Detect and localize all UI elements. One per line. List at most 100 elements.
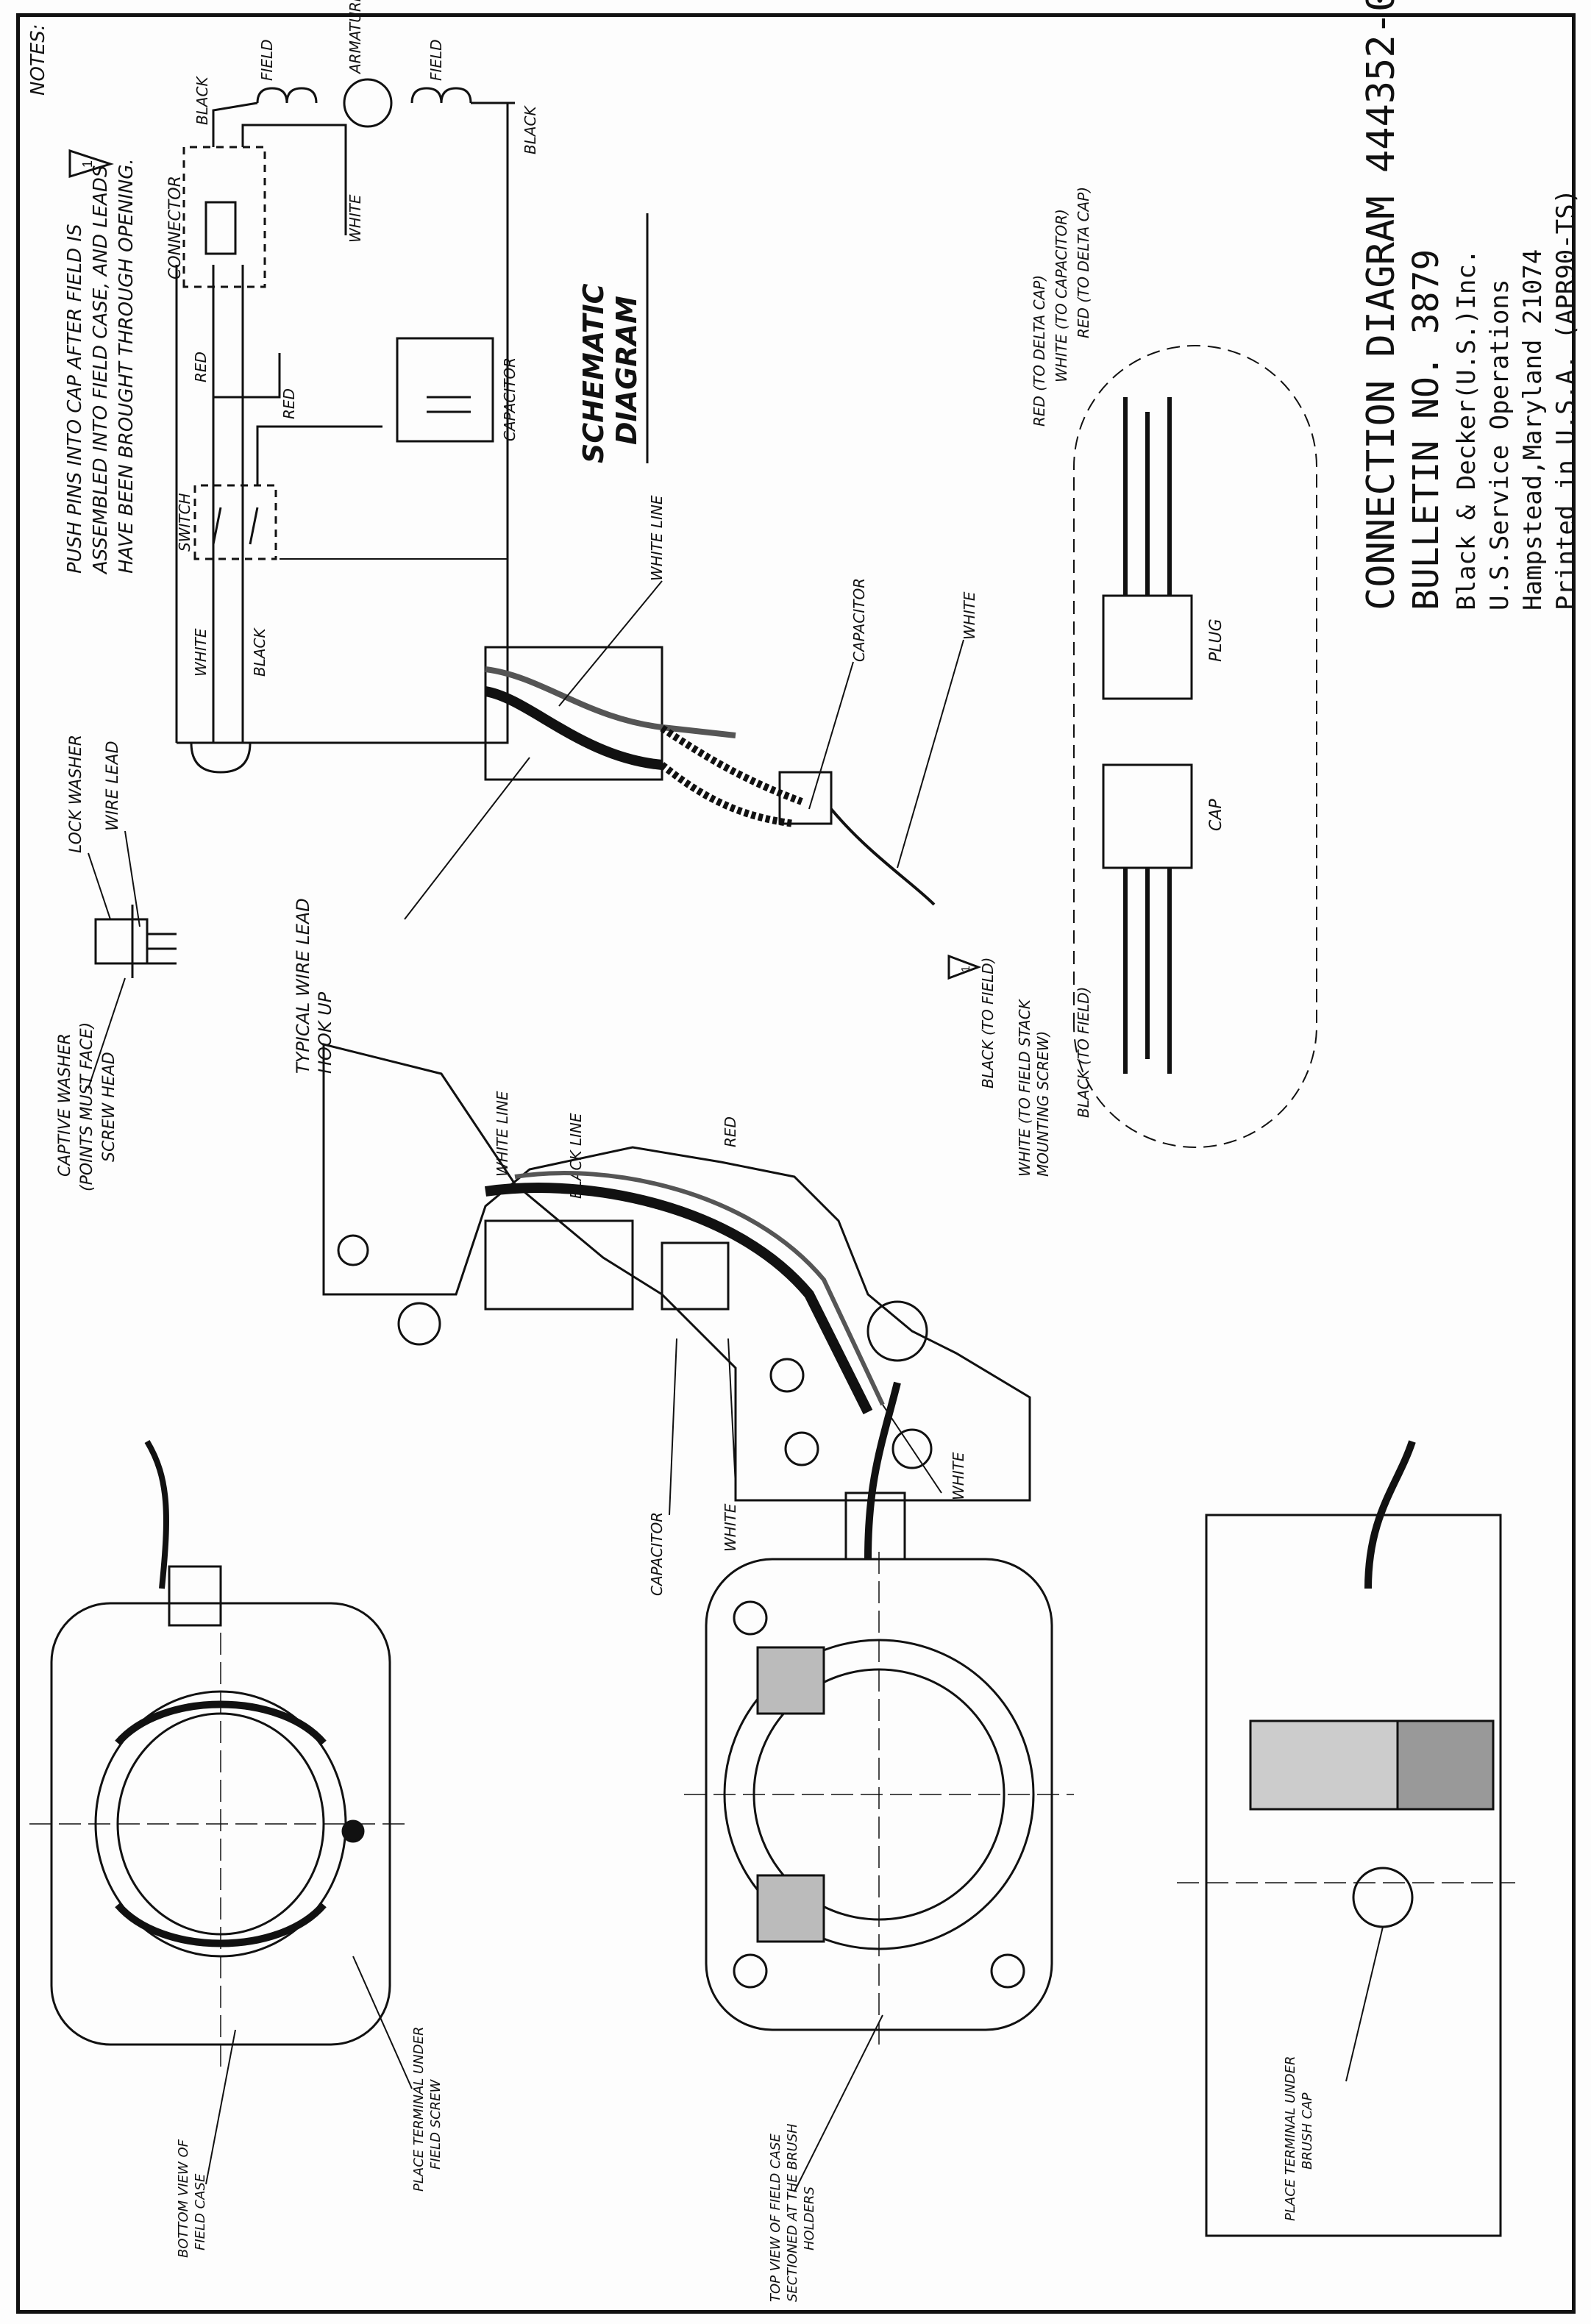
label-white-top: WHITE <box>346 194 364 243</box>
switch-detail <box>404 580 964 920</box>
label-captive-washer-3: SCREW HEAD <box>100 1052 118 1162</box>
plug-note-triangle <box>947 954 982 980</box>
red-wire-1 <box>659 762 795 827</box>
label-connector: CONNECTOR <box>166 176 185 279</box>
washer-labels: LOCK WASHER WIRE LEAD CAPTIVE WASHER (PO… <box>56 735 122 1191</box>
note-marker-number: 1 <box>80 160 95 168</box>
label-black-field-2: BLACK (TO FIELD) <box>1075 987 1092 1119</box>
label-bottom-view-2: FIELD CASE <box>193 2173 208 2250</box>
label-black-top: BLACK <box>193 75 211 125</box>
label-typical-1: TYPICAL WIRE LEAD <box>293 898 313 1074</box>
title-line-5: Hampstead,Maryland 21074 <box>1518 249 1548 610</box>
field-coil-right <box>410 87 472 104</box>
top-view-hole-3 <box>733 1600 768 1636</box>
label-red-delta-1: RED (TO DELTA CAP) <box>1031 275 1048 427</box>
brush-cap-terminal <box>1352 1867 1414 1928</box>
label-captive-washer-1: CAPTIVE WASHER <box>56 1033 74 1177</box>
schematic-plug <box>190 741 252 774</box>
label-top-view-3: HOLDERS <box>802 2186 817 2250</box>
label-place-terminal-field-1: PLACE TERMINAL UNDER <box>411 2027 427 2192</box>
label-top-view-1: TOP VIEW OF FIELD CASE <box>768 2134 783 2302</box>
label-white-capacitor: WHITE (TO CAPACITOR) <box>1053 209 1070 382</box>
plug-note-marker: 1 <box>960 966 972 972</box>
label-field-right: FIELD <box>427 39 445 81</box>
white-line-wire <box>485 666 736 738</box>
handle-white-leader-1 <box>727 1338 736 1486</box>
top-view-labels: TOP VIEW OF FIELD CASE SECTIONED AT THE … <box>768 2123 817 2302</box>
plug-body <box>1102 594 1193 700</box>
schematic-title-line-2: DIAGRAM <box>611 296 643 445</box>
label-typical-2: HOOK UP <box>315 991 335 1074</box>
handle-capacitor-leader <box>669 1338 677 1516</box>
red-wire-2 <box>660 724 803 805</box>
switch-white-wire <box>830 808 936 906</box>
plug-detail-oval <box>1073 345 1317 1148</box>
switch-capacitor <box>778 771 833 825</box>
note-line-3: HAVE BEEN BROUGHT THROUGH OPENING. <box>115 158 138 574</box>
label-plug: PLUG <box>1207 619 1225 662</box>
label-field-left: FIELD <box>258 39 276 81</box>
label-capacitor: CAPACITOR <box>501 357 519 441</box>
label-white-field-stack-2: MOUNTING SCREW) <box>1034 1031 1052 1177</box>
bottom-view-labels: BOTTOM VIEW OF FIELD CASE PLACE TERMINAL… <box>176 2027 444 2258</box>
place-terminal-brush-leader <box>1345 1926 1384 2082</box>
washer-detail <box>88 830 177 1089</box>
label-wire-lead: WIRE LEAD <box>104 741 122 831</box>
field-lead-connector <box>168 1565 222 1627</box>
brush-cap-labels: PLACE TERMINAL UNDER BRUSH CAP <box>1283 2056 1315 2221</box>
handle-capacitor <box>661 1241 730 1311</box>
cap-body <box>1102 763 1193 869</box>
label-switch: SWITCH <box>176 493 193 552</box>
title-line-4: U.S.Service Operations <box>1485 279 1515 610</box>
connector-body <box>204 201 237 255</box>
handle-switch <box>484 1219 634 1311</box>
plug-labels: RED (TO DELTA CAP) WHITE (TO CAPACITOR) … <box>960 187 1225 1177</box>
label-black-line: BLACK <box>251 627 268 677</box>
label-top-view-2: SECTIONED AT THE BRUSH <box>785 2123 800 2302</box>
typical-leader <box>404 757 530 920</box>
label-red-delta-2: RED (TO DELTA CAP) <box>1075 187 1092 338</box>
brush-holder-top <box>756 1646 825 1715</box>
switch-contact-2 <box>249 507 259 545</box>
field-screw-terminal <box>341 1819 365 1843</box>
handle-bearing <box>866 1300 928 1362</box>
label-place-terminal-field-2: FIELD SCREW <box>428 2078 444 2170</box>
red-wire-a <box>212 353 281 485</box>
label-white-line-2: WHITE LINE <box>494 1091 511 1177</box>
lock-washer-leader <box>88 852 111 920</box>
brush-holder-bottom <box>756 1874 825 1943</box>
top-view-connector <box>844 1491 906 1561</box>
label-white-line: WHITE <box>192 628 210 677</box>
handle-housing-outline <box>322 1043 1031 1502</box>
title-block: CONNECTION DIAGRAM 444352-00 BULLETIN NO… <box>1359 0 1581 610</box>
label-lock-washer: LOCK WASHER <box>67 735 85 853</box>
handle-labels: CAPACITOR WHITE WHITE <box>648 1452 967 1596</box>
schematic-diagram <box>175 78 515 774</box>
handle-black-wire <box>485 1183 873 1415</box>
label-red-left: RED <box>192 352 210 382</box>
white-line-leader <box>558 580 663 707</box>
black-line-wire <box>484 686 663 770</box>
brush-cap-side-view <box>1177 1440 1515 2237</box>
wire-lead-leader <box>124 830 140 927</box>
handle-detail <box>322 1043 1031 1516</box>
handle-screw-1 <box>337 1234 369 1266</box>
label-black-right: BLACK <box>522 104 539 154</box>
label-bottom-view-1: BOTTOM VIEW OF <box>176 2139 191 2258</box>
top-view-hole-2 <box>990 1953 1025 1989</box>
label-white-field-stack-1: WHITE (TO FIELD STACK <box>1016 998 1033 1177</box>
top-view-leader <box>794 2014 883 2192</box>
capacitor-leader <box>808 661 854 810</box>
label-place-terminal-brush-1: PLACE TERMINAL UNDER <box>1283 2056 1298 2221</box>
white-leader <box>897 639 964 869</box>
side-view-brush-holder <box>1396 1719 1495 1811</box>
switch-contact-1 <box>212 507 222 545</box>
title-line-1: CONNECTION DIAGRAM 444352-00 <box>1359 0 1403 610</box>
label-handle-white-1: WHITE <box>722 1503 739 1552</box>
handle-white-leader-2 <box>882 1404 942 1494</box>
field-leads-bundle <box>144 1439 169 1589</box>
label-armature: ARMATURE <box>346 0 364 75</box>
note-line-2: ASSEMBLED INTO FIELD CASE, AND LEADS <box>90 165 112 575</box>
